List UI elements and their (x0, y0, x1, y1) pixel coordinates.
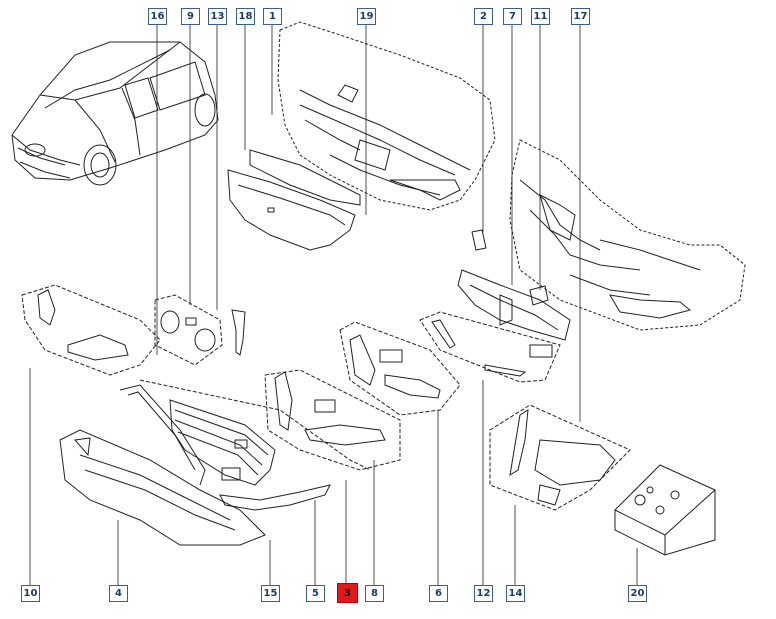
callout-17[interactable]: 17 (571, 8, 590, 25)
callout-18[interactable]: 18 (236, 8, 255, 25)
fixings-kit-box (614, 464, 716, 556)
upper-grille-panel (227, 149, 361, 251)
callout-14[interactable]: 14 (506, 585, 525, 602)
callout-11[interactable]: 11 (531, 8, 550, 25)
callout-20[interactable]: 20 (628, 585, 647, 602)
callout-8[interactable]: 8 (365, 585, 384, 602)
callout-3-selected[interactable]: 3 (337, 583, 358, 603)
callout-15[interactable]: 15 (261, 585, 280, 602)
fog-lamp-group (154, 294, 223, 366)
car-illustration (11, 41, 219, 186)
callout-16[interactable]: 16 (148, 8, 167, 25)
fog-lamp-bezel-group (339, 321, 461, 416)
callout-6[interactable]: 6 (429, 585, 448, 602)
callout-13[interactable]: 13 (208, 8, 227, 25)
front-bumper-lower (509, 139, 746, 331)
callout-1[interactable]: 1 (263, 8, 282, 25)
callout-4[interactable]: 4 (109, 585, 128, 602)
chrome-strip-group (419, 311, 561, 383)
callout-10[interactable]: 10 (21, 585, 40, 602)
callout-2[interactable]: 2 (474, 8, 493, 25)
callout-9[interactable]: 9 (181, 8, 200, 25)
lower-grille (169, 399, 276, 486)
bumper-trim-group (264, 369, 401, 471)
callout-7[interactable]: 7 (503, 8, 522, 25)
engine-undertray (59, 429, 266, 546)
front-bumper-upper (277, 21, 496, 211)
fog-lamp-trim-group (21, 284, 161, 376)
bracket-group (489, 404, 631, 511)
chrome-grille (457, 269, 571, 341)
callout-12[interactable]: 12 (474, 585, 493, 602)
callout-5[interactable]: 5 (306, 585, 325, 602)
callout-19[interactable]: 19 (357, 8, 376, 25)
